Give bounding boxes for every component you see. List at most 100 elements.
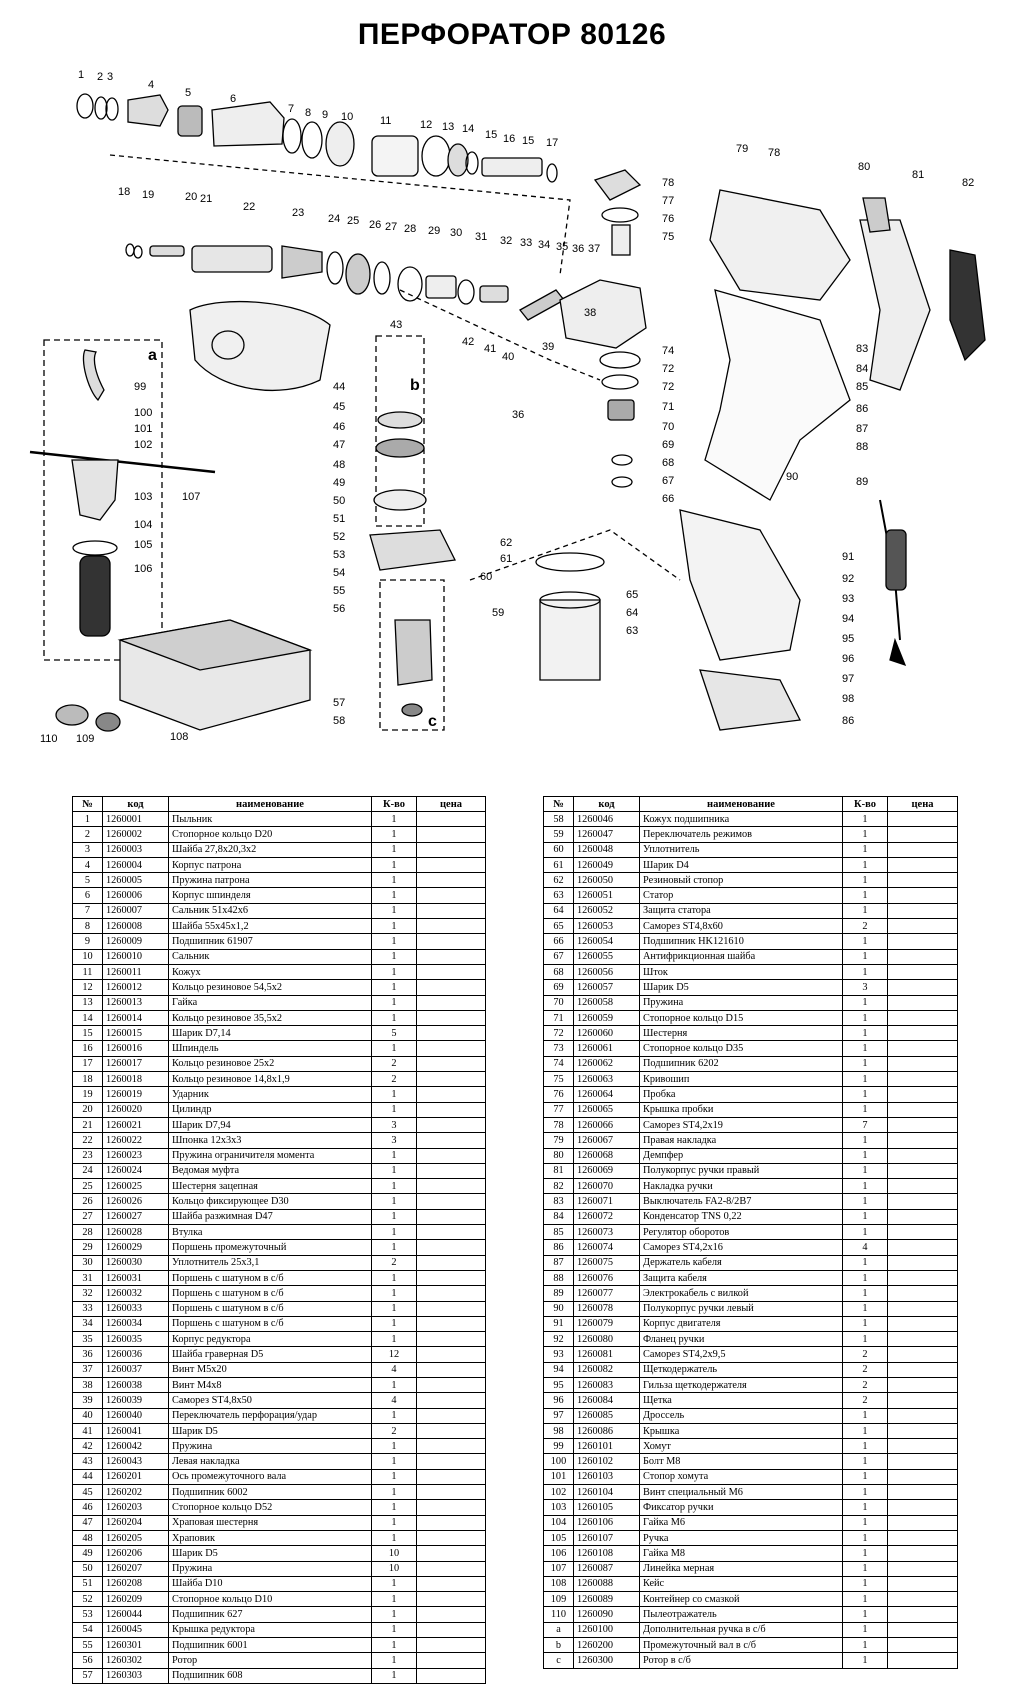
cell-code: 1260041 bbox=[102, 1422, 169, 1440]
cell-price bbox=[416, 933, 486, 950]
cell-no: 69 bbox=[543, 979, 574, 996]
part-shape bbox=[133, 245, 143, 259]
callout-label: 86 bbox=[842, 715, 854, 727]
cell-price bbox=[416, 1025, 486, 1042]
callout-label: 64 bbox=[626, 607, 638, 619]
callout-label: 24 bbox=[328, 213, 340, 225]
part-shape bbox=[189, 300, 331, 391]
cell-name: Пружина bbox=[168, 1560, 372, 1577]
cell-name: Полукорпус ручки левый bbox=[639, 1300, 843, 1317]
cell-code: 1260083 bbox=[573, 1376, 640, 1394]
cell-name: Пробка bbox=[639, 1086, 843, 1103]
cell-name: Стопорное кольцо D15 bbox=[639, 1009, 843, 1027]
callout-label: 29 bbox=[428, 225, 440, 237]
part-shape bbox=[425, 275, 457, 299]
cell-qty: 1 bbox=[371, 1101, 417, 1118]
cell-no: 3 bbox=[72, 841, 103, 858]
callout-label: 46 bbox=[333, 421, 345, 433]
cell-name: Ось промежуточного вала bbox=[168, 1468, 372, 1486]
cell-price bbox=[887, 810, 958, 828]
cell-price bbox=[416, 1040, 486, 1057]
cell-name: Винт M4x8 bbox=[168, 1376, 372, 1394]
cell-name: Крышка bbox=[639, 1422, 843, 1440]
cell-code: 1260201 bbox=[102, 1468, 169, 1486]
cell-no: 41 bbox=[72, 1422, 103, 1440]
callout-label: 94 bbox=[842, 613, 854, 625]
cell-code: 1260002 bbox=[102, 826, 169, 843]
callout-label: 7 bbox=[288, 103, 294, 115]
cell-qty: 1 bbox=[371, 1575, 417, 1593]
cell-name: Шайба граверная D5 bbox=[168, 1346, 372, 1363]
cell-code: 1260060 bbox=[573, 1025, 640, 1042]
cell-price bbox=[887, 1621, 958, 1639]
cell-qty: 2 bbox=[842, 918, 888, 935]
cell-code: 1260108 bbox=[573, 1545, 640, 1562]
cell-no: 54 bbox=[72, 1621, 103, 1639]
cell-name: Саморез ST4,2x19 bbox=[639, 1116, 843, 1134]
callout-label: 105 bbox=[134, 539, 152, 551]
callout-label: b bbox=[410, 377, 420, 394]
cell-no: 11 bbox=[72, 963, 103, 981]
cell-qty: 1 bbox=[371, 1300, 417, 1317]
cell-code: 1260003 bbox=[102, 841, 169, 858]
cell-price bbox=[416, 979, 486, 996]
cell-no: 5 bbox=[72, 872, 103, 889]
cell-price bbox=[887, 1224, 958, 1241]
part-shape bbox=[559, 279, 647, 349]
cell-no: 74 bbox=[543, 1055, 574, 1073]
cell-price bbox=[416, 841, 486, 858]
cell-no: 38 bbox=[72, 1376, 103, 1394]
cell-qty: 1 bbox=[371, 1239, 417, 1256]
cell-code: 1260061 bbox=[573, 1040, 640, 1057]
cell-name: Шарик D4 bbox=[639, 856, 843, 874]
callout-label: 57 bbox=[333, 697, 345, 709]
cell-name: Поршень с шатуном в с/б bbox=[168, 1285, 372, 1302]
cell-name: Шарик D5 bbox=[168, 1422, 372, 1440]
cell-qty: 1 bbox=[842, 1621, 888, 1639]
cell-no: 7 bbox=[72, 902, 103, 920]
cell-qty: 1 bbox=[842, 1652, 888, 1669]
cell-qty: 1 bbox=[371, 887, 417, 904]
callout-label: 30 bbox=[450, 227, 462, 239]
cell-qty: 1 bbox=[842, 810, 888, 828]
cell-no: 97 bbox=[543, 1407, 574, 1424]
cell-name: Гайка bbox=[168, 994, 372, 1011]
cell-price bbox=[887, 841, 958, 858]
cell-no: 22 bbox=[72, 1132, 103, 1149]
callout-label: 10 bbox=[341, 111, 353, 123]
header-code: код bbox=[102, 796, 169, 812]
part-shape bbox=[394, 619, 433, 686]
part-shape bbox=[421, 135, 451, 177]
cell-name: Контейнер со смазкой bbox=[639, 1591, 843, 1608]
cell-price bbox=[887, 1040, 958, 1057]
cell-name: Кольцо резиновое 35,5x2 bbox=[168, 1009, 372, 1027]
callout-label: 63 bbox=[626, 625, 638, 637]
cell-price bbox=[887, 1392, 958, 1409]
cell-name: Шпиндель bbox=[168, 1040, 372, 1057]
cell-qty: 1 bbox=[842, 933, 888, 950]
callout-label: 52 bbox=[333, 531, 345, 543]
callout-label: 78 bbox=[768, 147, 780, 159]
cell-price bbox=[416, 1438, 486, 1455]
cell-price bbox=[416, 1101, 486, 1118]
cell-name: Пружина патрона bbox=[168, 872, 372, 889]
cell-name: Стопор хомута bbox=[639, 1468, 843, 1486]
cell-code: 1260089 bbox=[573, 1591, 640, 1608]
cell-price bbox=[416, 826, 486, 843]
cell-price bbox=[416, 1009, 486, 1027]
cell-name: Резиновый стопор bbox=[639, 872, 843, 889]
cell-price bbox=[887, 1132, 958, 1149]
callout-label: 17 bbox=[546, 137, 558, 149]
